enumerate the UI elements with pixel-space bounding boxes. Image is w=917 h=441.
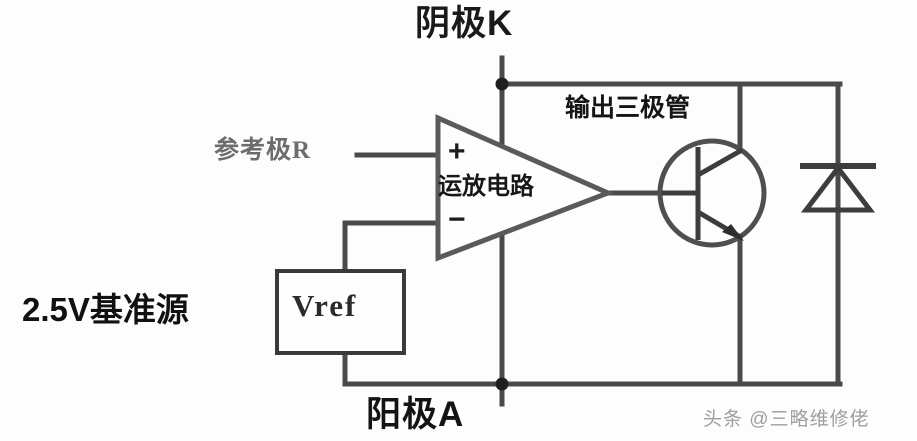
reference-source-label: 2.5V基准源: [22, 291, 189, 328]
opamp-label: 运放电路: [438, 173, 534, 200]
cathode-terminal-label: 阴极K: [415, 4, 514, 43]
opamp-noninverting-input-sign: +: [448, 135, 466, 168]
diode-triangle: [800, 163, 876, 213]
watermark-text: 头条 @三略维修佬: [703, 409, 870, 430]
opamp-triangle: [435, 114, 615, 262]
transistor-emitter-arrow: [722, 224, 744, 241]
junction-dot-bottom: [495, 377, 509, 391]
reference-source-box: [275, 269, 406, 355]
output-transistor-label: 输出三极管: [565, 94, 691, 122]
opamp-inverting-input-sign: −: [448, 203, 466, 236]
transistor-collector-lead: [696, 147, 744, 178]
reference-terminal-label: 参考极R: [214, 137, 312, 164]
junction-dot-top: [495, 77, 509, 91]
anode-terminal-label: 阳极A: [366, 395, 465, 434]
transistor-envelope: [657, 138, 767, 248]
vref-box-label: Vref: [292, 288, 358, 323]
